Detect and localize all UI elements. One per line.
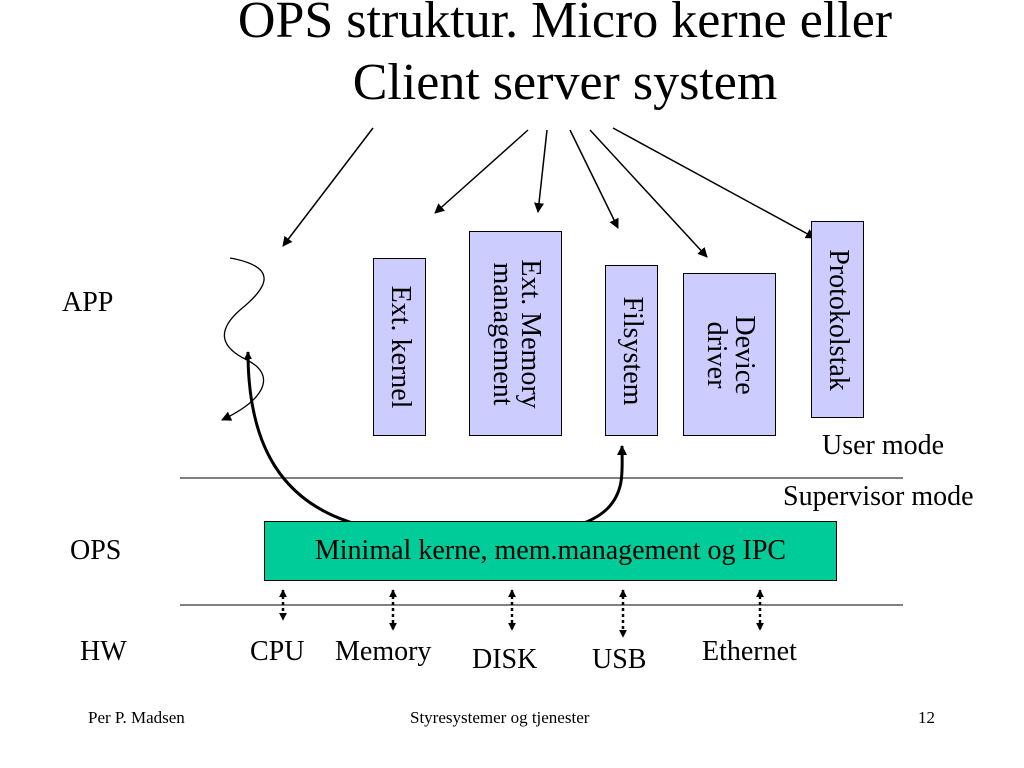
server-ext-memory-label: Ext. Memory management: [486, 258, 546, 409]
title-arrow-filsystem: [569, 129, 619, 229]
user-mode-label: User mode: [822, 430, 945, 461]
level-label-ops: OPS: [70, 535, 122, 566]
server-device-line-1: Device: [728, 314, 760, 395]
server-ext-memory-line-2: management: [486, 261, 518, 406]
hw-memory-label: Memory: [335, 636, 432, 667]
server-device-driver: Device driver: [683, 273, 776, 436]
title-arrow-device-driver: [589, 129, 708, 258]
hw-usb-label: USB: [592, 644, 647, 675]
server-ext-memory-line-1: Ext. Memory: [514, 258, 546, 409]
title-arrow-ext-kernel: [434, 129, 529, 214]
server-filsystem: Filsystem: [605, 265, 658, 436]
slide-title: OPS struktur. Micro kerne eller Client s…: [0, 0, 1024, 114]
server-ext-kernel: Ext. kernel: [373, 258, 426, 436]
minimal-kernel-box: Minimal kerne, mem.management og IPC: [264, 521, 837, 581]
server-device-driver-label: Device driver: [700, 314, 760, 395]
title-arrow-app: [282, 127, 374, 247]
hw-cpu-label: CPU: [250, 636, 305, 667]
hw-disk-label: DISK: [472, 644, 538, 675]
server-filsystem-label: Filsystem: [616, 296, 648, 405]
title-arrow-protokolstak: [612, 127, 816, 239]
server-device-line-2: driver: [700, 321, 732, 388]
server-ext-kernel-label: Ext. kernel: [384, 285, 416, 409]
hw-ethernet-label: Ethernet: [702, 636, 797, 667]
level-label-hw: HW: [80, 636, 127, 667]
server-protokolstak-label: Protokolstak: [822, 248, 854, 391]
footer-course: Styresystemer og tjenester: [410, 708, 590, 727]
ipc-message-path: [244, 351, 628, 538]
footer-author: Per P. Madsen: [88, 708, 185, 727]
server-protokolstak: Protokolstak: [811, 221, 864, 418]
supervisor-mode-label: Supervisor mode: [783, 481, 974, 512]
server-ext-memory-management: Ext. Memory management: [469, 231, 562, 436]
title-line-1: OPS struktur. Micro kerne eller: [237, 0, 893, 49]
title-arrow-ext-memory: [534, 129, 548, 213]
footer-page-number: 12: [918, 708, 935, 727]
title-line-2: Client server system: [352, 54, 778, 111]
level-label-app: APP: [62, 287, 114, 318]
app-process-wave: [221, 257, 265, 421]
